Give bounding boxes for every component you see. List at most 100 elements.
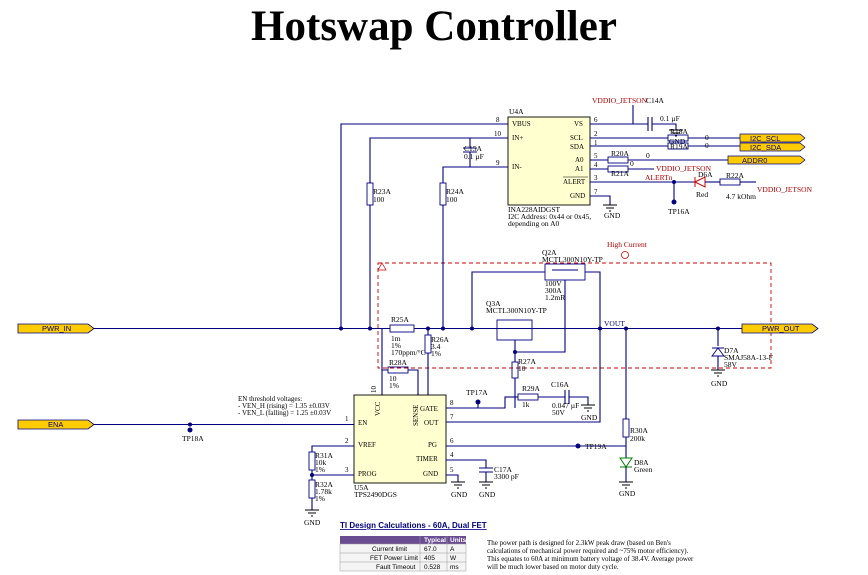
- r18a-ref: R18A: [670, 127, 689, 136]
- high-current-label: High Current: [607, 240, 648, 249]
- gnd-symbol: [619, 481, 633, 489]
- i2c-sda-flag[interactable]: [739, 142, 806, 152]
- r18a-resistor: [667, 134, 689, 142]
- calc-row-value: 0.528: [424, 564, 441, 571]
- junction-dot: [624, 326, 628, 331]
- pwr-in-flag[interactable]: [17, 323, 95, 334]
- u5a-pin-3: 3: [345, 466, 349, 474]
- tp16a-testpoint[interactable]: [671, 199, 677, 205]
- d7a-v: 58V: [724, 360, 738, 369]
- r29a-val: 1k: [522, 400, 530, 409]
- i2c-scl-flag[interactable]: [739, 133, 806, 143]
- r28a-ref: R28A: [389, 358, 408, 367]
- u4a-pin-8: 8: [496, 116, 500, 124]
- u5a-pin-10: 10: [370, 386, 378, 394]
- r27a-ref: R27A: [518, 357, 537, 366]
- vout-label: VOUT: [604, 319, 625, 328]
- gnd-symbol: [711, 369, 725, 377]
- high-current-marker-icon: [621, 251, 629, 259]
- r21a-ref: R21A: [611, 169, 630, 178]
- gnd-label-1: GND: [669, 137, 686, 146]
- calc-table-header: [340, 536, 466, 544]
- d8a-val: Green: [634, 465, 653, 474]
- r19a-val: 0: [705, 141, 709, 150]
- c14a-ref: C14A: [646, 96, 665, 105]
- calc-title: TI Design Calculations - 60A, Dual FET: [340, 521, 487, 530]
- r29a-ref: R29A: [522, 384, 541, 393]
- q2a-mosfet[interactable]: [544, 263, 586, 281]
- u5a-pin-6: 6: [450, 437, 454, 445]
- calc-row-value: 67.0: [424, 546, 437, 553]
- u4a-pin-10: 10: [494, 130, 502, 138]
- r31a-val: 10k: [315, 458, 327, 467]
- tp18a-testpoint[interactable]: [187, 427, 193, 433]
- u5a-pin-en: EN: [358, 419, 367, 427]
- u5a-pin-8: 8: [450, 399, 454, 407]
- ena-flag[interactable]: [17, 419, 95, 430]
- gnd-label-3: GND: [581, 413, 598, 422]
- u5a-ic[interactable]: [353, 394, 447, 484]
- q2a-spec1: 100V: [545, 279, 562, 288]
- addr0-label: ADDR0: [742, 156, 767, 165]
- tp19a-testpoint[interactable]: [575, 443, 581, 449]
- calc-header-units: Units: [450, 537, 467, 544]
- q2a-spec3: 1.2mR: [545, 293, 565, 302]
- calc-row-label: FET Power Limit: [370, 555, 418, 562]
- calc-note-3: This equates to 60A at minimum battery v…: [487, 555, 694, 563]
- vddio-jetson-label-2: VDDIO_JETSON: [656, 164, 712, 173]
- r25a-resistor: [389, 324, 415, 333]
- gnd-label-4: GND: [711, 379, 728, 388]
- u5a-pin-gate: GATE: [420, 405, 438, 413]
- gnd-symbol: [451, 481, 465, 489]
- gnd-symbol: [669, 129, 683, 137]
- u4a-ic[interactable]: [507, 116, 591, 206]
- junction-dot: [513, 350, 517, 354]
- r21a-resistor: [607, 165, 629, 173]
- r30a-val: 200k: [630, 434, 645, 443]
- high-current-region: [377, 262, 772, 369]
- calc-note-4: will be much lower based on motor duty c…: [487, 563, 619, 571]
- u4a-addr-note2: depending on A0: [508, 219, 559, 228]
- pwr-out-flag[interactable]: [741, 323, 819, 334]
- u4a-pin-3: 3: [594, 174, 598, 182]
- gnd-label-8: GND: [479, 490, 496, 499]
- calc-table-body: [339, 543, 467, 572]
- c17a-ref: C17A: [494, 465, 513, 474]
- u4a-pin-gnd: GND: [570, 192, 585, 200]
- u5a-pin-out: OUT: [424, 419, 439, 427]
- r25a-ref: R25A: [391, 315, 410, 324]
- alert-net-label: ALERTn: [645, 173, 673, 182]
- i2c-sda-label: I2C_SDA: [750, 143, 781, 152]
- pwr-out-label: PWR_OUT: [762, 324, 800, 333]
- tp19a-label: TP19A: [585, 442, 607, 451]
- r19a-resistor: [667, 142, 689, 150]
- r31a-tol: 1%: [315, 465, 325, 474]
- r26a-ref: R26A: [431, 335, 450, 344]
- u5a-pin-4: 4: [450, 451, 454, 459]
- u4a-part: INA228AIDGST: [508, 205, 560, 214]
- r22a-ref: R22A: [726, 171, 745, 180]
- calc-row-label: Current limit: [372, 546, 407, 553]
- tp16a-label: TP16A: [668, 207, 690, 216]
- r24a-val: 100: [446, 195, 458, 204]
- r26a-val: 3.4: [431, 342, 441, 351]
- c17a-val: 3300 pF: [494, 472, 519, 481]
- c16a-val: 0.047 µF: [552, 401, 579, 410]
- vddio-jetson-label-3: VDDIO_JETSON: [757, 185, 813, 194]
- r32a-val: 1.78k: [315, 487, 332, 496]
- q3a-ref: Q3A: [486, 299, 501, 308]
- u5a-part: TPS2490DGS: [354, 490, 397, 499]
- tp17a-testpoint[interactable]: [475, 399, 481, 405]
- u4a-pin-4: 4: [594, 161, 598, 169]
- r18a-val: 0: [705, 133, 709, 142]
- q2a-part: MCTL300N10Y-TP: [542, 255, 603, 264]
- q3a-mosfet[interactable]: [496, 319, 533, 341]
- r30a-resistor: [622, 418, 630, 438]
- tp18a-label: TP18A: [182, 434, 204, 443]
- d8a-led-icon: [619, 457, 633, 468]
- calc-row-value: 405: [424, 555, 435, 562]
- addr0-flag[interactable]: [727, 155, 806, 165]
- u4a-pin-inp: IN+: [512, 134, 523, 142]
- r25a-tc: 170ppm/°C: [391, 348, 426, 357]
